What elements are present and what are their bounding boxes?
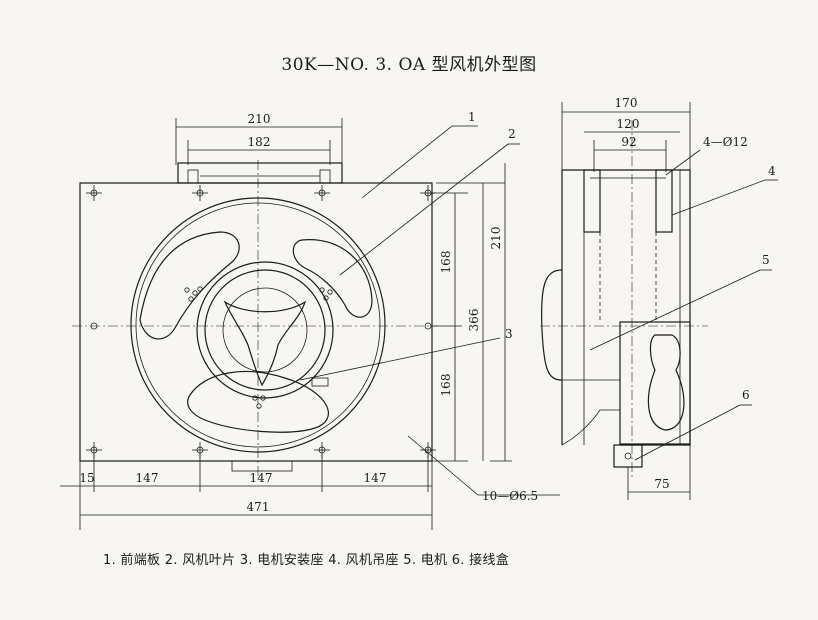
side-motor: [619, 321, 691, 445]
bracket-ear-right: [319, 169, 331, 184]
holes-leader: [407, 435, 479, 496]
side-hanger-right: [655, 169, 673, 233]
motor-shape: [647, 334, 685, 431]
dim-15: 15: [79, 471, 94, 485]
parts-legend: 1. 前端板 2. 风机叶片 3. 电机安装座 4. 风机吊座 5. 电机 6.…: [103, 553, 510, 568]
callout-5: 5: [762, 253, 770, 267]
motor-hub: [222, 287, 308, 373]
top-bracket: [177, 162, 343, 184]
side-holes-label: 4—Ø12: [703, 135, 748, 149]
side-hanger-left: [583, 169, 601, 233]
callout-3: 3: [505, 327, 513, 341]
front-callouts: 1 2 3: [299, 110, 520, 381]
fan-blade-right: [292, 239, 373, 318]
mounting-holes: [86, 185, 436, 458]
dim-168-lower: 168: [439, 374, 453, 397]
motor-spider: [223, 300, 307, 387]
bottom-tab: [231, 460, 293, 472]
dim-147-b: 147: [250, 471, 273, 485]
dim-147-c: 147: [364, 471, 387, 485]
bottom-dimensions: 15 147 147 147 471: [60, 455, 433, 530]
side-view: 170 120 92 4—Ø12 75 4 5 6: [540, 96, 778, 500]
dim-210-top: 210: [248, 112, 271, 126]
dim-170: 170: [615, 96, 638, 110]
fan-blade-bottom: [187, 370, 329, 433]
dim-168-upper: 168: [439, 251, 453, 274]
holes-label: 10—Ø6.5: [482, 489, 538, 503]
callout-4: 4: [768, 164, 776, 178]
dim-471: 471: [247, 500, 270, 514]
top-dimensions: 210 182: [175, 112, 343, 165]
junction-box: [613, 444, 643, 468]
dim-75: 75: [654, 477, 669, 491]
motor-mount-ring-outer: [196, 261, 334, 399]
side-holes-leader: [665, 149, 701, 176]
dim-120: 120: [617, 117, 640, 131]
drawing-title: 30K—NO. 3. OA 型风机外型图: [281, 55, 537, 75]
callout-1: 1: [468, 110, 476, 124]
callout-2: 2: [508, 127, 516, 141]
side-bulge: [540, 269, 563, 381]
bracket-ear-left: [187, 169, 199, 184]
dim-366: 366: [467, 309, 481, 332]
side-body: [561, 169, 691, 446]
dim-92: 92: [621, 135, 636, 149]
dim-147-a: 147: [136, 471, 159, 485]
right-dimensions: 168 168 366 210: [432, 163, 512, 462]
callout-6: 6: [742, 388, 750, 402]
front-view: 210 182 168 168 366 210: [60, 110, 560, 530]
motor-mount-ring-mid: [204, 269, 326, 391]
fan-blade-left: [139, 231, 240, 340]
side-callouts: 4 5 6: [589, 164, 778, 461]
motor-seat-tab: [311, 377, 329, 387]
dim-182: 182: [248, 135, 271, 149]
dim-210-side: 210: [489, 227, 503, 250]
side-top-dimensions: 170 120 92: [561, 96, 691, 172]
front-plate: [79, 182, 433, 462]
